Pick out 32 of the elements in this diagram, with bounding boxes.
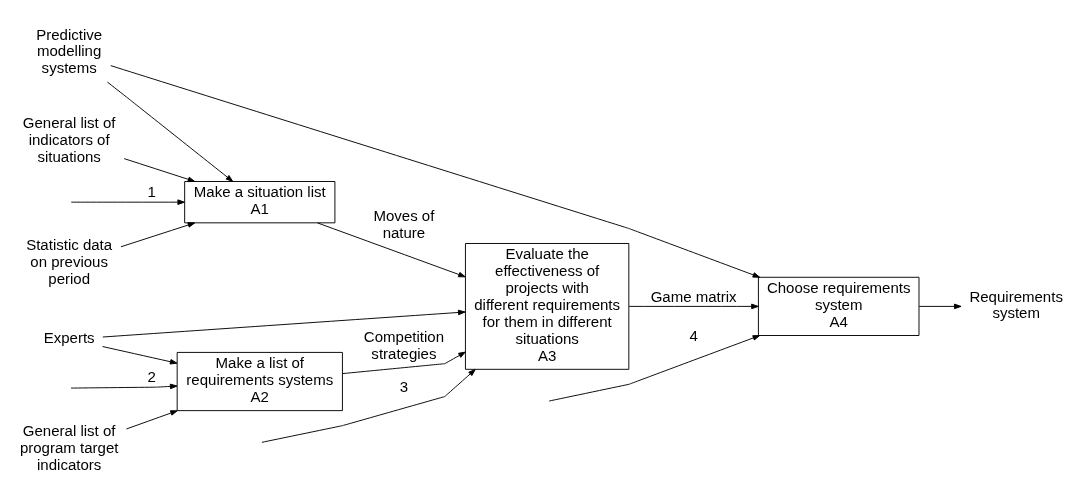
arrow xyxy=(628,303,759,309)
arrow xyxy=(102,345,178,364)
arrow xyxy=(110,64,761,278)
arrow xyxy=(102,309,466,337)
edge-label: 2 xyxy=(147,367,156,385)
node-text: General list of indicators of situations xyxy=(22,113,116,165)
edge-label: Game matrix xyxy=(650,287,737,305)
node-text: Requirements system xyxy=(969,287,1063,321)
edge-label: 1 xyxy=(147,182,156,200)
node-text: General list of program target indicators xyxy=(19,421,119,473)
arrow xyxy=(342,351,466,374)
arrow xyxy=(106,81,234,182)
arrow xyxy=(126,409,178,429)
node-box: Evaluate the effectiveness of projects with different requirements for them in different situations A3 xyxy=(464,242,630,370)
arrow xyxy=(317,221,466,277)
edge-label: Moves of nature xyxy=(373,206,435,241)
arrow xyxy=(70,383,178,389)
node-text: Experts xyxy=(43,328,95,346)
arrow xyxy=(918,303,962,309)
arrow xyxy=(123,157,196,182)
edge-label: 4 xyxy=(689,326,698,344)
arrow xyxy=(70,198,185,205)
node-box: Make a list of requirements systems A2 xyxy=(176,351,343,411)
arrow xyxy=(261,368,476,443)
edge-label: Competition strategies xyxy=(363,327,444,362)
node-text: Statistic data on previous period xyxy=(26,235,113,287)
node-box: Make a situation list A1 xyxy=(184,180,336,223)
arrow xyxy=(548,334,761,401)
node-box: Choose requirements system A4 xyxy=(757,276,920,336)
node-text: Predictive modelling systems xyxy=(36,25,103,76)
edge-label: 3 xyxy=(399,377,409,395)
arrow xyxy=(120,221,196,247)
